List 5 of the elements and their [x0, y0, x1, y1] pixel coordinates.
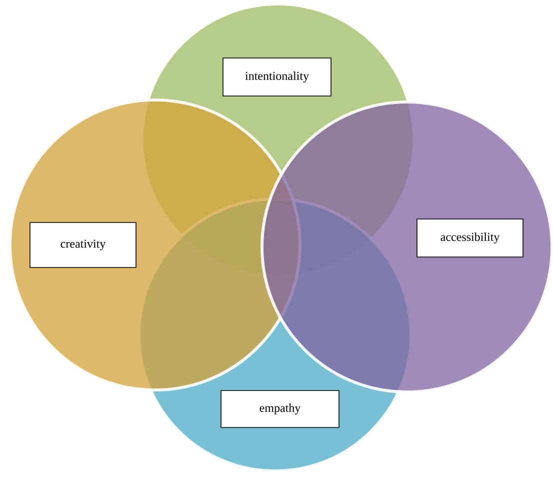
- venn-circle: [260, 100, 553, 394]
- label-box: empathy: [220, 390, 340, 428]
- label-box: accessibility: [416, 218, 524, 258]
- label-box: intentionality: [222, 58, 332, 96]
- label-box: creativity: [30, 222, 136, 268]
